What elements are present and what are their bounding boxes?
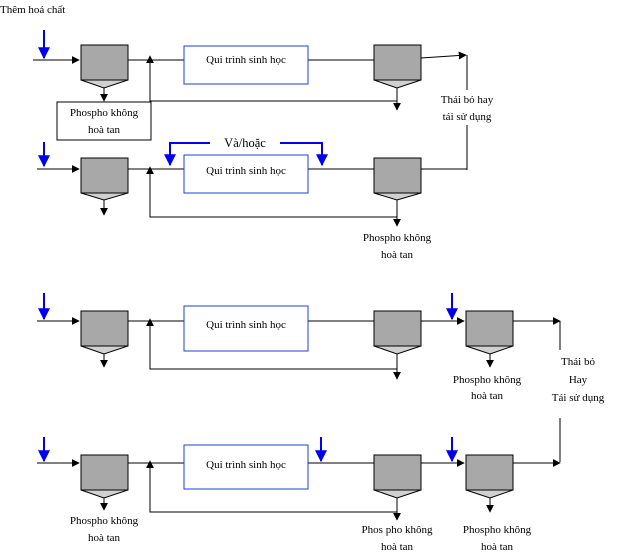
- primary-clarifier: [80, 44, 129, 89]
- bio-process-box: [183, 154, 309, 194]
- discharge-label-line2: Hay: [569, 374, 588, 386]
- phosphorus-label-line2: hoà tan: [88, 532, 121, 544]
- discharge-label-line1: Thải bỏ hay: [441, 94, 494, 106]
- tertiary-clarifier: [465, 310, 514, 355]
- scheme-1: Thêm hoá chất Qui trình sinh học Phospho…: [0, 4, 494, 261]
- phosphorus-label-line2: hoà tan: [381, 541, 414, 553]
- bio-process-label: Qui trình sinh học: [206, 165, 286, 177]
- bio-process-box: [183, 305, 309, 352]
- primary-clarifier: [80, 157, 129, 201]
- secondary-clarifier: [373, 454, 422, 499]
- secondary-clarifier: [373, 44, 422, 89]
- bio-process-label: Qui trình sinh học: [206, 319, 286, 331]
- secondary-clarifier: [373, 310, 422, 355]
- row-2: Qui trình sinh học Và/hoặc Phospho không…: [37, 136, 467, 261]
- bio-process-box: [183, 45, 309, 85]
- chemical-dose-arrow-alt: [280, 142, 328, 167]
- row-1: Qui trình sinh học Phospho không hoà tan: [33, 30, 467, 141]
- bio-process-box: [183, 444, 309, 490]
- phosphorus-label-line1: Phospho không: [70, 515, 139, 527]
- phosphorus-label-line1: Phospho không: [463, 524, 532, 536]
- primary-clarifier: [80, 310, 129, 355]
- phosphorus-label-line2: hoà tan: [471, 390, 504, 402]
- row-3: Qui trình sinh học Phospho không hoà tan: [37, 293, 561, 402]
- discharge-label-line1: Thải bỏ: [561, 356, 595, 368]
- phosphorus-label-line2: hoà tan: [481, 541, 514, 553]
- discharge-label-line3: Tái sử dụng: [552, 392, 605, 404]
- row-4: Phospho không hoà tan Qui trình sinh học…: [37, 437, 561, 553]
- primary-clarifier: [80, 454, 129, 499]
- phosphorus-label-line2: hoà tan: [88, 124, 121, 136]
- phosphorus-label-line2: hoà tan: [381, 249, 414, 261]
- chemical-dose-arrow-alt: [164, 142, 210, 167]
- phosphorus-label-line1: Phos pho không: [362, 524, 433, 536]
- scheme-2: Qui trình sinh học Phospho không hoà tan…: [37, 293, 605, 553]
- tertiary-clarifier: [465, 454, 514, 499]
- discharge-label-line2: tái sử dụng: [443, 111, 492, 123]
- bio-process-label: Qui trình sinh học: [206, 459, 286, 471]
- phosphorus-label-line1: Phospho không: [363, 232, 432, 244]
- bio-process-label: Qui trình sinh học: [206, 54, 286, 66]
- phosphorus-label-line1: Phospho không: [453, 374, 522, 386]
- phosphorus-label-line1: Phospho không: [70, 107, 139, 119]
- phosphorus-label-box: [56, 101, 152, 141]
- add-chemical-label: Thêm hoá chất: [0, 4, 65, 16]
- secondary-clarifier: [373, 157, 422, 201]
- effluent-arrow: [420, 51, 467, 60]
- and-or-label: Và/hoặc: [224, 136, 266, 150]
